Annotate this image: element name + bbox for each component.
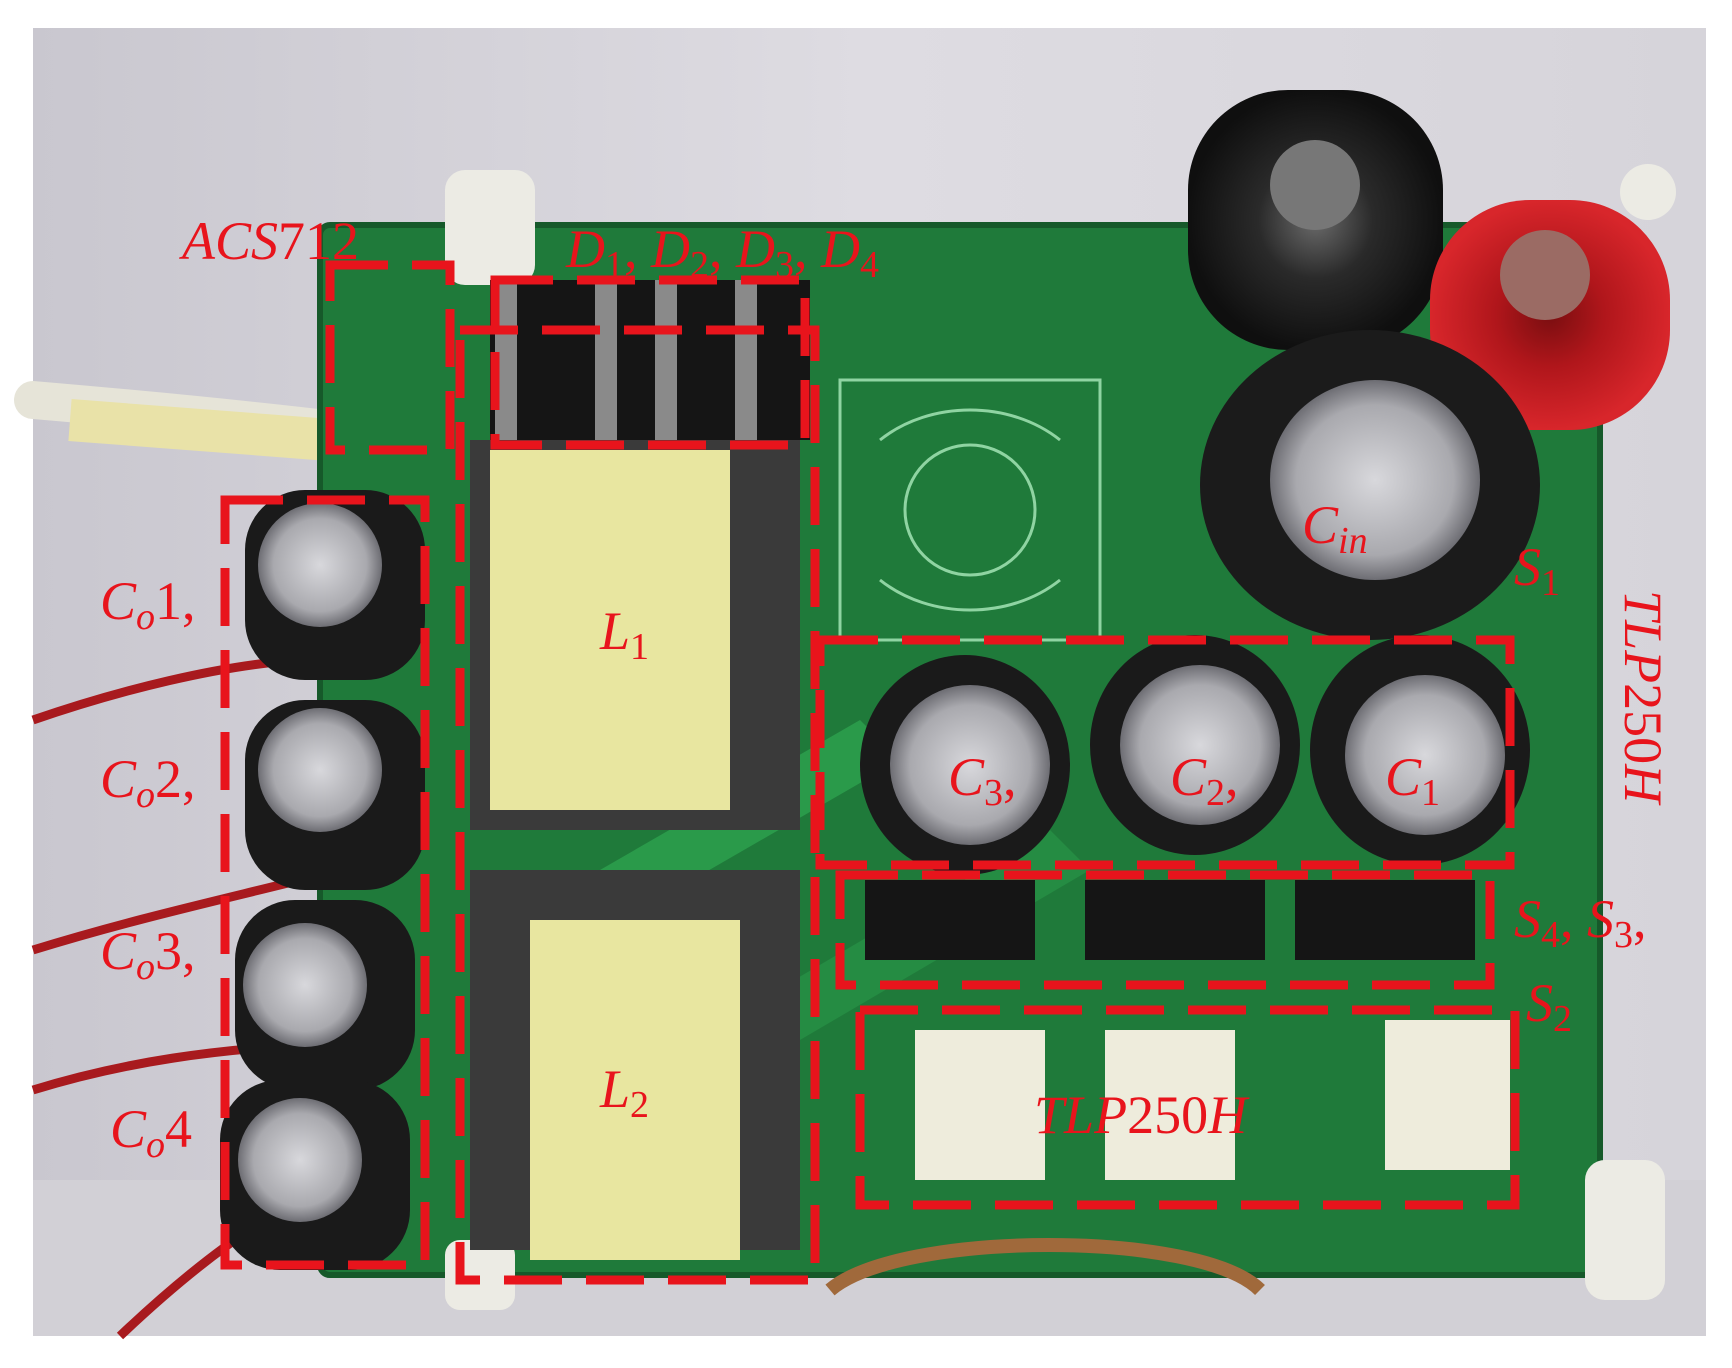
- label-co3: Co3,: [100, 921, 196, 988]
- label-co4: Co4: [110, 1099, 193, 1166]
- box-c123: [815, 635, 1515, 870]
- label-c1: C1: [1385, 747, 1441, 814]
- label-diodes: D1, D2, D3, D4: [566, 219, 879, 286]
- annotation-boxes: [220, 260, 1520, 1285]
- label-c2: C2,: [1170, 747, 1239, 814]
- black-terminal-hole: [1270, 140, 1360, 230]
- footprint-outline: [838, 378, 1102, 642]
- inductor-l2-tape: [530, 920, 740, 1260]
- box-co: [220, 495, 430, 1270]
- label-c3: C3,: [948, 747, 1017, 814]
- label-s2: S2: [1526, 973, 1572, 1040]
- optocouplers: [915, 1020, 1510, 1180]
- inductor-l1-tape: [490, 450, 730, 810]
- copper-coil: [825, 1238, 1265, 1296]
- box-mosfets: [835, 870, 1495, 990]
- label-co1: Co1,: [100, 571, 196, 638]
- label-s1: S1: [1514, 537, 1560, 604]
- box-diodes: [490, 275, 810, 450]
- output-caps: [220, 490, 425, 1270]
- label-l2: L2: [600, 1059, 650, 1126]
- standoff-top-left: [445, 170, 535, 285]
- label-tlp250h-vertical: TLP250H: [1613, 590, 1673, 804]
- yellow-tape: [68, 399, 332, 461]
- label-l1: L1: [600, 601, 650, 668]
- box-optocouplers: [855, 1005, 1520, 1210]
- heatsink-diodes: [490, 280, 810, 440]
- label-s4-s3: S4, S3,: [1514, 889, 1647, 956]
- box-inductors: [455, 325, 820, 1285]
- mosfets: [865, 880, 1475, 960]
- standoff-top-right: [1620, 164, 1676, 220]
- red-wire-2: [31, 875, 302, 955]
- box-acs712: [325, 260, 455, 455]
- label-tlp250h-bottom: TLP250H: [1034, 1085, 1248, 1145]
- red-terminal-hole: [1500, 230, 1590, 320]
- label-acs712: ACS712: [182, 211, 360, 271]
- filter-caps: [860, 635, 1530, 875]
- label-co2: Co2,: [100, 749, 196, 816]
- standoff-bottom-right: [1585, 1160, 1665, 1300]
- label-cin: Cin: [1302, 495, 1368, 562]
- cap-in-top: [1270, 380, 1480, 580]
